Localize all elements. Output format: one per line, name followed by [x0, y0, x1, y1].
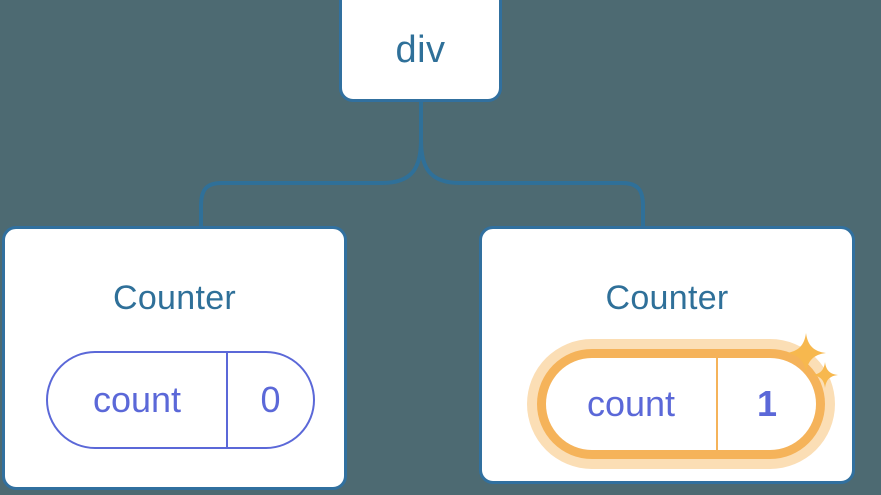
state-pill-right-value: 1 — [756, 383, 778, 424]
connector-branch-left — [199, 139, 423, 226]
node-counter-right[interactable]: Counter count 1 — [479, 226, 855, 484]
state-pill-left-key: count — [48, 353, 228, 447]
node-counter-left[interactable]: Counter count 0 — [2, 226, 347, 490]
state-pill-right-key: count — [546, 358, 718, 450]
sparkle-small-icon — [812, 362, 838, 388]
state-pill-left[interactable]: count 0 — [46, 351, 315, 449]
state-pill-left-value: 0 — [260, 379, 281, 420]
node-div-label: div — [395, 29, 446, 71]
state-pill-right-body: count 1 — [546, 358, 816, 450]
node-counter-right-title: Counter — [605, 279, 729, 317]
connector-branch-right — [419, 139, 645, 226]
node-div[interactable]: div — [339, 0, 502, 102]
state-pill-right-halo: count 1 — [527, 339, 835, 469]
sparkle-large-icon — [786, 333, 826, 373]
state-pill-right-ring: count 1 — [537, 349, 825, 459]
state-pill-left-body: count 0 — [46, 351, 315, 449]
state-pill-right[interactable]: count 1 — [527, 339, 835, 469]
node-counter-left-title: Counter — [112, 279, 237, 317]
